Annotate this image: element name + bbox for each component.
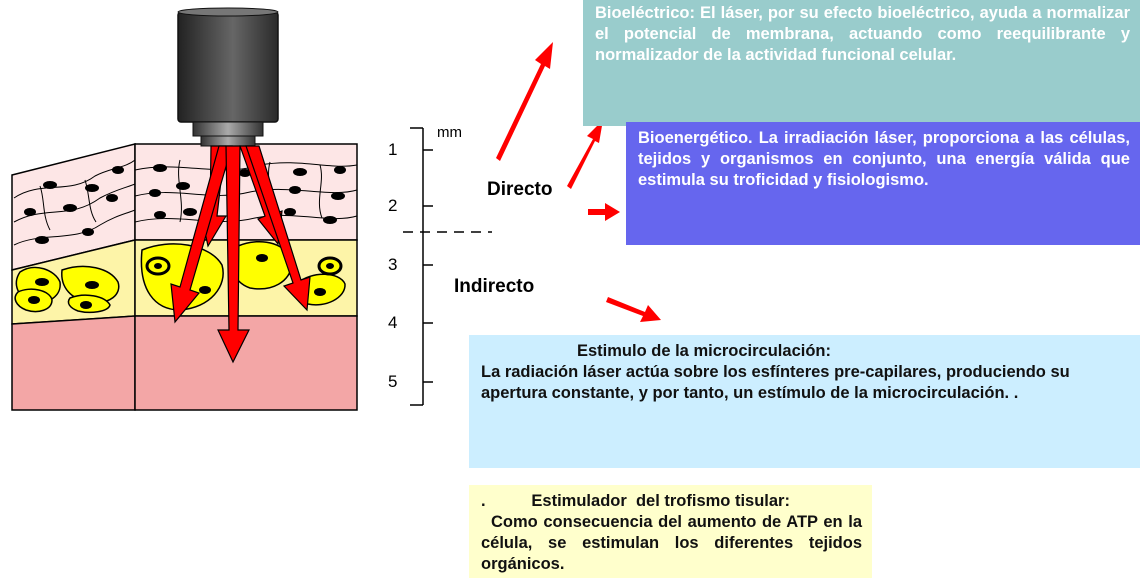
beam-arrow-center: [217, 145, 250, 364]
beam-arrow-outer-right: [245, 145, 311, 312]
pointer-arrows: [496, 42, 661, 322]
trophism-effect-box: . Estimulador del trofismo tisular: Como…: [469, 485, 872, 578]
depth-scale: [410, 127, 433, 406]
arrow-to-microcirculation: [606, 297, 661, 322]
beam-arrow-outer-left: [170, 145, 233, 324]
bioenergetic-effect-box: Bioenergético. La irradiación láser, pro…: [626, 122, 1140, 245]
zone-indirect-label: Indirecto: [454, 276, 535, 297]
muscle-layer-left: [11, 315, 136, 411]
trophism-title: . Estimulador del trofismo tisular:: [481, 492, 790, 510]
scale-tick-4: 4: [388, 313, 398, 332]
laser-head: [177, 7, 279, 147]
microcirculation-title: Estimulo de la microcirculación:: [577, 342, 831, 360]
trophism-text: Como consecuencia del aumento de ATP en …: [481, 513, 862, 573]
bioelectric-effect-text: Bioeléctrico: El láser, por su efecto bi…: [595, 4, 1130, 64]
laser-head-collar: [192, 121, 264, 137]
microcirculation-effect-box: Estimulo de la microcirculación: La radi…: [469, 335, 1140, 468]
arrow-to-bioenergetic: [567, 120, 603, 189]
scale-tick-5: 5: [388, 372, 398, 391]
laser-beams: [170, 145, 311, 364]
arrow-to-bioenergetic-direct: [588, 203, 620, 221]
bioelectric-effect-box: Bioeléctrico: El láser, por su efecto bi…: [583, 0, 1140, 126]
scale-unit-label: mm: [437, 124, 462, 141]
microcirculation-text: La radiación láser actúa sobre los esfín…: [481, 363, 1070, 402]
laser-head-body: [177, 11, 279, 123]
bioenergetic-effect-text: Bioenergético. La irradiación láser, pro…: [638, 129, 1130, 189]
cell-nuclei: [24, 164, 346, 244]
arrow-to-bioelectric: [496, 42, 553, 161]
laser-head-tip: [200, 135, 256, 147]
scale-tick-3: 3: [388, 255, 398, 274]
scale-tick-2: 2: [388, 196, 398, 215]
fat-cell-nuclei: [28, 254, 334, 309]
zone-direct-label: Directo: [487, 179, 553, 200]
scale-tick-1: 1: [388, 140, 398, 159]
